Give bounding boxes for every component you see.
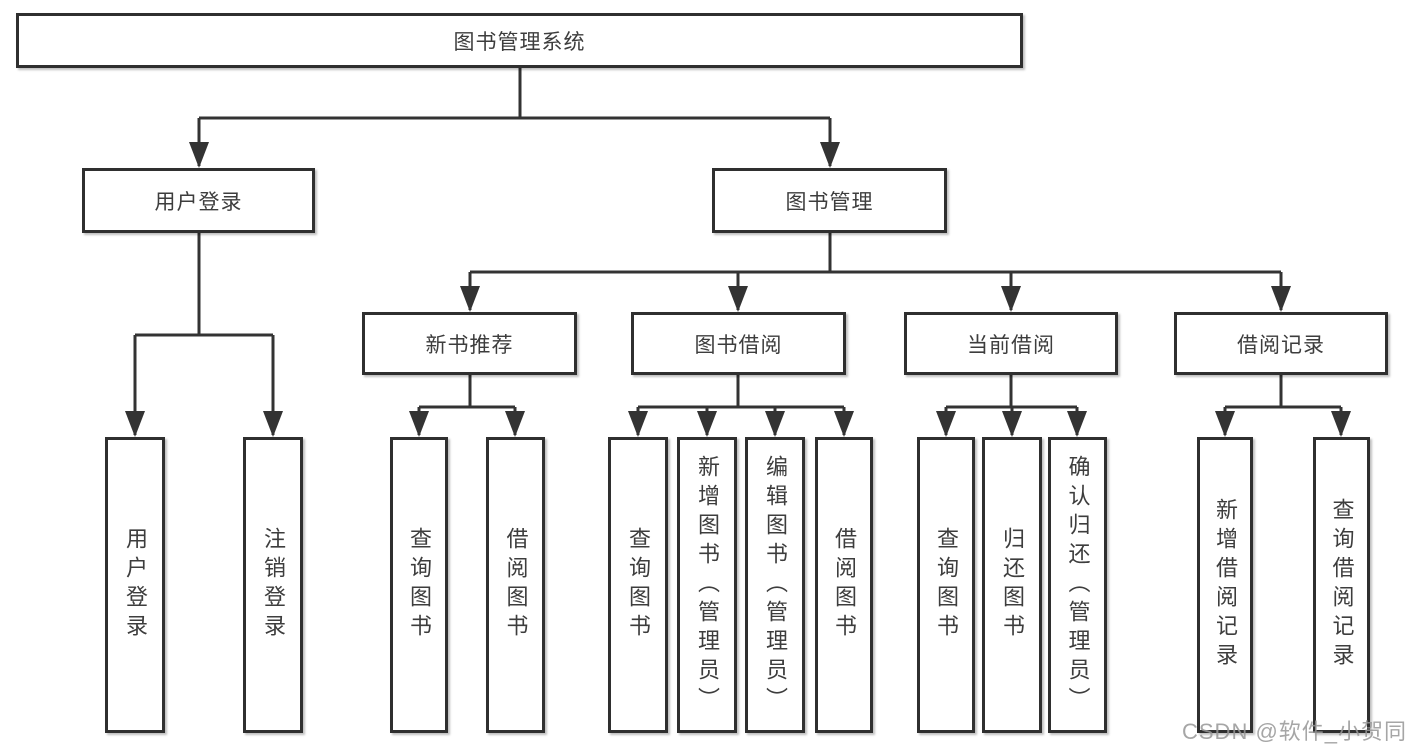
leaf-return-book: 归还图书 xyxy=(982,437,1042,733)
node-root-system-label: 图书管理系统 xyxy=(453,30,586,54)
node-book-management: 图书管理 xyxy=(712,168,947,233)
node-current-borrow-label: 当前借阅 xyxy=(967,333,1055,357)
node-root-system: 图书管理系统 xyxy=(16,13,1023,68)
leaf-confirm-return-admin: 确认归还（管理员） xyxy=(1048,437,1107,733)
node-book-management-label: 图书管理 xyxy=(785,190,874,214)
node-book-borrow-label: 图书借阅 xyxy=(694,333,783,357)
leaf-borrow-books-label: 借阅图书 xyxy=(832,527,857,643)
leaf-query-books-current-label: 查询图书 xyxy=(934,527,959,643)
leaf-return-book-label: 归还图书 xyxy=(1000,527,1025,643)
leaf-query-books-borrow: 查询图书 xyxy=(608,437,668,733)
csdn-watermark: CSDN @软件_小贺同学 xyxy=(1182,719,1405,744)
leaf-query-books-current: 查询图书 xyxy=(917,437,975,733)
leaf-borrow-books: 借阅图书 xyxy=(815,437,873,733)
node-book-borrow: 图书借阅 xyxy=(631,312,846,375)
leaf-user-login-label: 用户登录 xyxy=(123,527,148,643)
leaf-edit-book-admin-label: 编辑图书（管理员） xyxy=(763,454,788,716)
node-current-borrow: 当前借阅 xyxy=(904,312,1118,375)
node-new-book-recommend-label: 新书推荐 xyxy=(425,333,514,357)
node-new-book-recommend: 新书推荐 xyxy=(362,312,577,375)
leaf-query-books-recommend: 查询图书 xyxy=(390,437,448,733)
leaf-query-books-borrow-label: 查询图书 xyxy=(626,527,651,643)
leaf-borrow-books-recommend: 借阅图书 xyxy=(486,437,545,733)
node-borrow-records: 借阅记录 xyxy=(1174,312,1388,375)
leaf-query-borrow-record: 查询借阅记录 xyxy=(1313,437,1370,733)
leaf-add-book-admin: 新增图书（管理员） xyxy=(677,437,737,733)
leaf-add-borrow-record: 新增借阅记录 xyxy=(1197,437,1253,733)
leaf-confirm-return-admin-label: 确认归还（管理员） xyxy=(1065,454,1091,716)
node-user-login-label: 用户登录 xyxy=(154,190,243,214)
arrowheads xyxy=(125,142,1351,437)
leaf-logout: 注销登录 xyxy=(243,437,303,733)
leaf-edit-book-admin: 编辑图书（管理员） xyxy=(745,437,805,733)
leaf-query-borrow-record-label: 查询借阅记录 xyxy=(1329,498,1355,672)
leaf-borrow-books-recommend-label: 借阅图书 xyxy=(503,527,529,643)
leaf-query-books-recommend-label: 查询图书 xyxy=(407,527,432,643)
leaf-user-login: 用户登录 xyxy=(105,437,165,733)
leaf-add-borrow-record-label: 新增借阅记录 xyxy=(1213,498,1238,672)
leaf-add-book-admin-label: 新增图书（管理员） xyxy=(695,454,720,716)
node-borrow-records-label: 借阅记录 xyxy=(1237,333,1325,357)
leaf-logout-label: 注销登录 xyxy=(261,527,286,643)
node-user-login: 用户登录 xyxy=(82,168,315,233)
